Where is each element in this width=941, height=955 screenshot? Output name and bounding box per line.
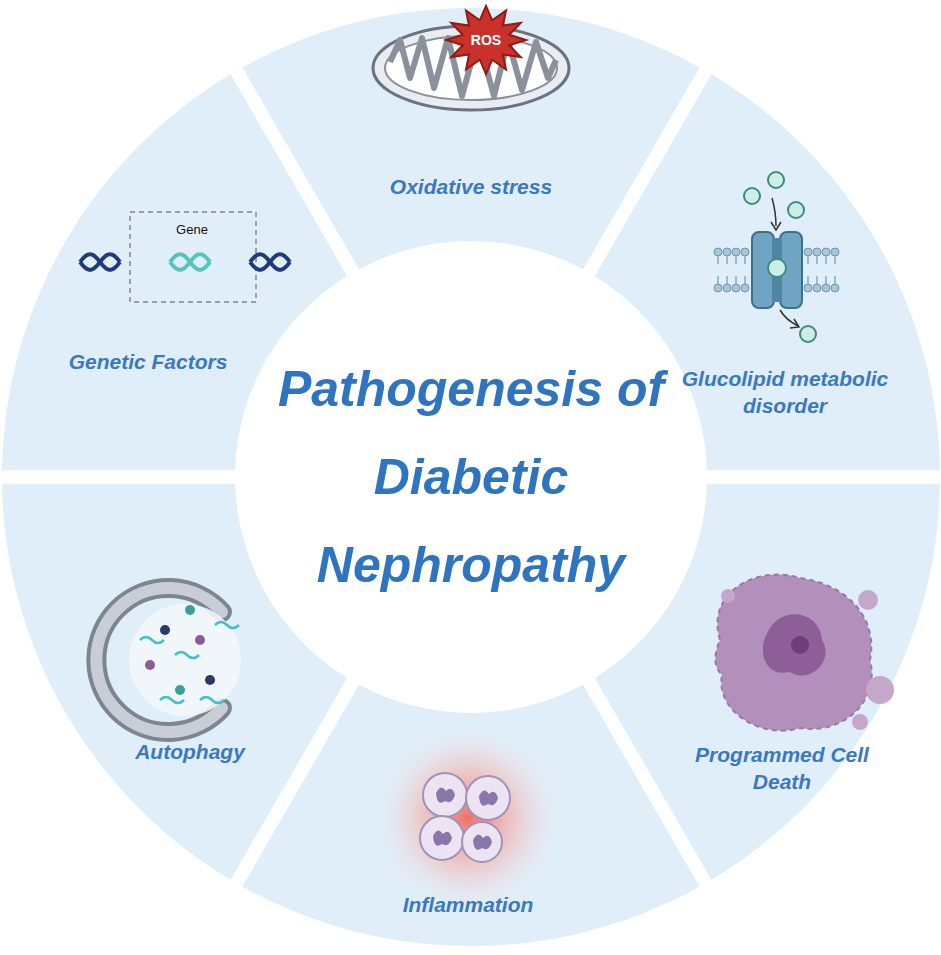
- icon-label: Gene: [176, 222, 208, 237]
- lipid-head: [732, 284, 740, 292]
- lipid-head: [831, 248, 839, 256]
- cargo-dot: [185, 605, 195, 615]
- title-group: Pathogenesis of Diabetic Nephropathy: [246, 345, 696, 609]
- molecule: [744, 188, 760, 204]
- chromatin: [791, 636, 809, 654]
- apoptotic-body: [866, 676, 894, 704]
- sector-panel: Inflammation: [236, 681, 706, 946]
- apoptotic-body: [858, 590, 878, 610]
- inflammation-glow: [378, 728, 558, 908]
- lipid-head: [813, 248, 821, 256]
- immune-cell: [466, 776, 510, 820]
- nucleus: [763, 614, 826, 675]
- lipid-head: [741, 284, 749, 292]
- apoptotic-body: [852, 714, 868, 730]
- lipid-head: [723, 248, 731, 256]
- cargo-dot: [145, 660, 155, 670]
- sector-shape: [589, 476, 940, 884]
- lipid-head: [741, 248, 749, 256]
- cargo-space: [129, 604, 241, 716]
- sector-text-group: Genetic Factors: [43, 348, 253, 375]
- immune-cell: [420, 816, 464, 860]
- inflammation-icon: [378, 728, 558, 908]
- lipid-head: [804, 284, 812, 292]
- lipid-head: [714, 248, 722, 256]
- icon-label: ROS: [471, 32, 501, 48]
- cargo-strand: [140, 637, 164, 643]
- cell-nucleus: [436, 787, 455, 802]
- molecule: [788, 202, 804, 218]
- sector-panel: Autophagy: [2, 477, 354, 884]
- immune-cell: [423, 773, 467, 817]
- cargo-strand: [200, 697, 224, 703]
- sector-text-group: Autophagy: [95, 738, 285, 765]
- cargo: [140, 605, 239, 703]
- lipid-head: [723, 284, 731, 292]
- immune-cells: [420, 773, 510, 862]
- sector-panel: Programmed Cell Death: [589, 476, 940, 884]
- cell-nucleus: [479, 790, 498, 805]
- cell-nucleus: [473, 834, 492, 849]
- sector-label: Glucolipid metabolic disorder: [678, 365, 893, 420]
- sector-label: Autophagy: [95, 738, 285, 765]
- lipid-head: [714, 284, 722, 292]
- sector-label: Oxidative stress: [356, 173, 586, 200]
- diagram-title: Pathogenesis of Diabetic Nephropathy: [246, 345, 696, 609]
- apoptotic-body: [721, 589, 735, 603]
- lipid-head: [831, 284, 839, 292]
- lipid-head: [822, 284, 830, 292]
- sector-label: Programmed Cell Death: [692, 741, 872, 796]
- cargo-strand: [175, 652, 199, 658]
- sector-text-group: Programmed Cell Death: [692, 741, 872, 796]
- lipid-head: [813, 284, 821, 292]
- cargo-strand: [160, 697, 184, 703]
- cell-nucleus: [433, 830, 452, 845]
- molecule: [768, 259, 786, 277]
- sector-text-group: Oxidative stress: [356, 173, 586, 200]
- lipid-head: [804, 248, 812, 256]
- sector-label: Inflammation: [358, 891, 578, 918]
- sector-text-group: Inflammation: [358, 891, 578, 918]
- sector-label: Genetic Factors: [43, 348, 253, 375]
- cargo-dot: [205, 675, 215, 685]
- center-circle: [237, 243, 705, 711]
- cargo-dot: [195, 635, 205, 645]
- lipid-head: [822, 248, 830, 256]
- sector-fill: [2, 484, 347, 880]
- outer-membrane: [373, 26, 569, 110]
- molecule: [800, 326, 816, 342]
- immune-cell: [462, 822, 502, 862]
- sector-shape: [2, 477, 354, 884]
- cargo-dot: [160, 625, 170, 635]
- cargo-dot: [175, 685, 185, 695]
- lipid-head: [732, 248, 740, 256]
- molecule: [768, 172, 784, 188]
- sector-text-group: Glucolipid metabolic disorder: [678, 365, 893, 420]
